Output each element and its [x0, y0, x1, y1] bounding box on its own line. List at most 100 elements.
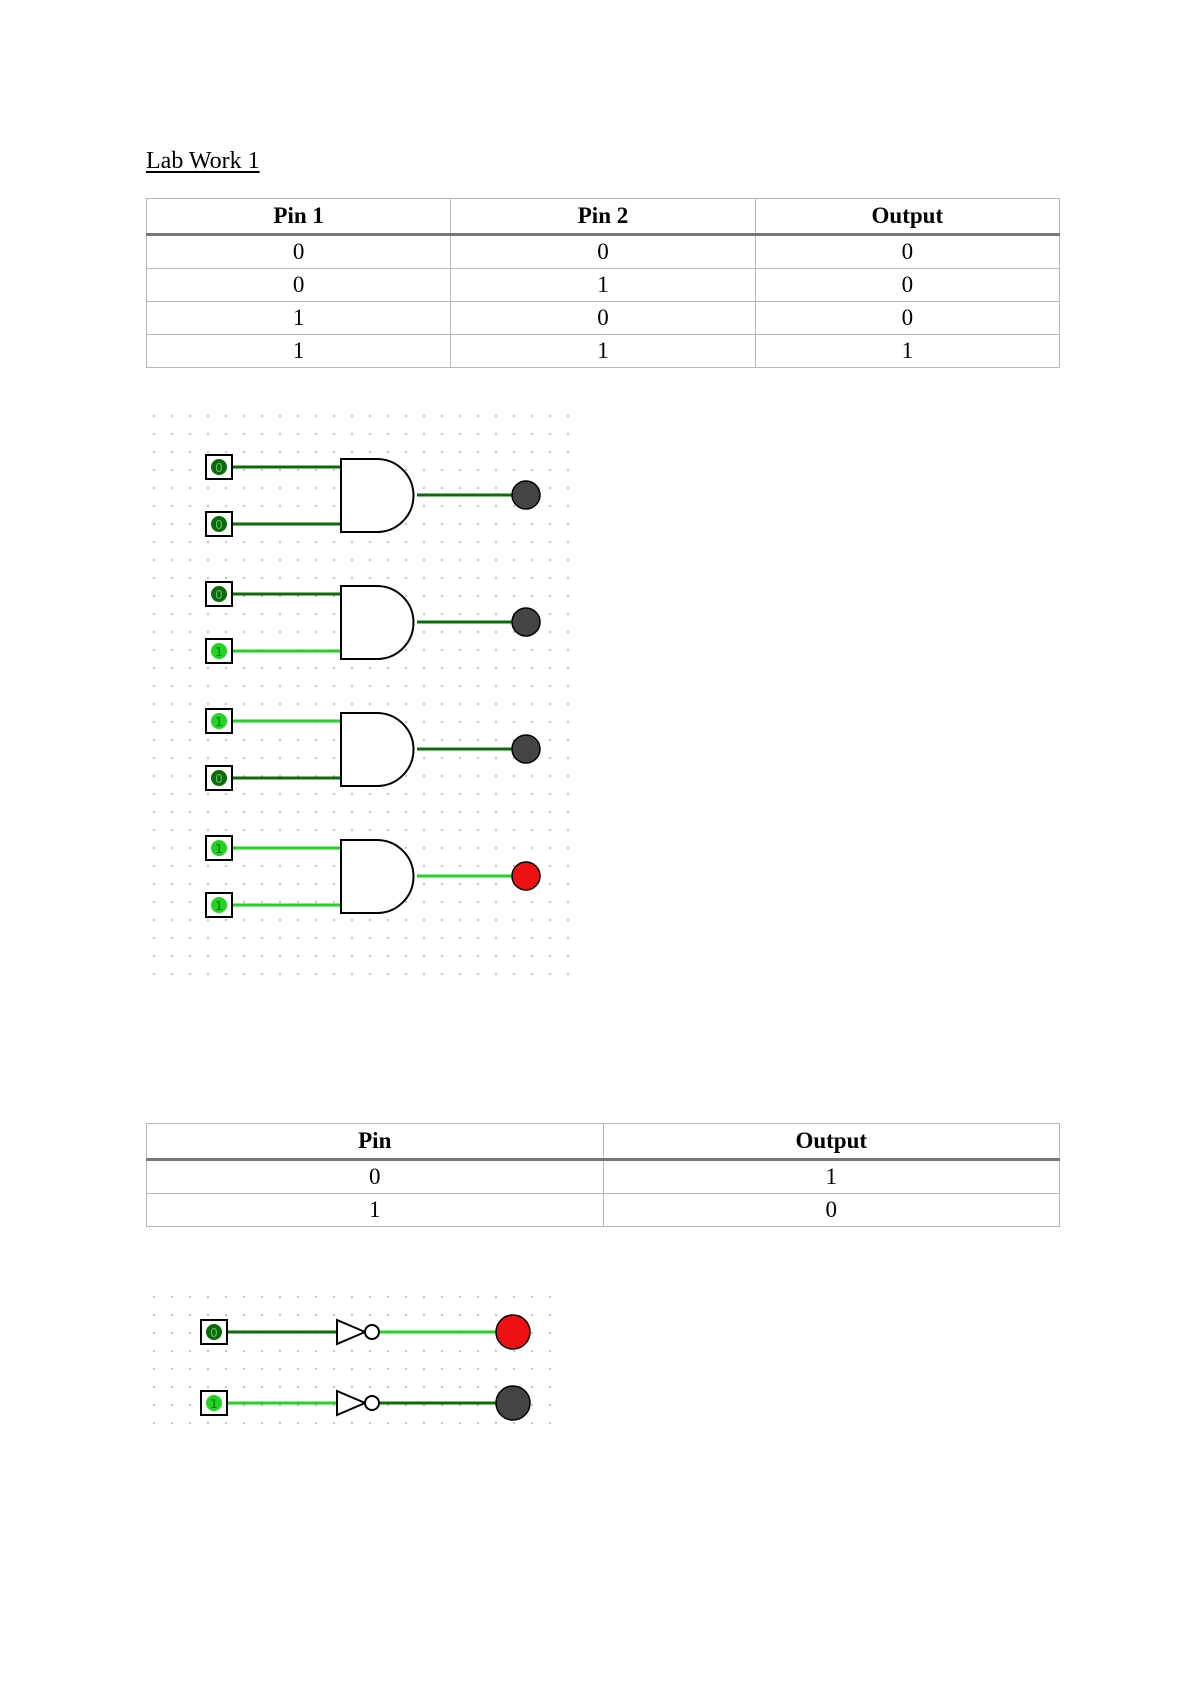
grid-dot: [369, 1350, 371, 1352]
grid-dot: [477, 469, 479, 471]
grid-dot: [297, 631, 299, 633]
grid-dot: [495, 703, 497, 705]
grid-dot: [297, 685, 299, 687]
grid-dot: [567, 649, 569, 651]
grid-dot: [459, 811, 461, 813]
grid-dot: [207, 541, 209, 543]
grid-dot: [513, 631, 515, 633]
grid-dot: [387, 559, 389, 561]
grid-dot: [369, 1422, 371, 1424]
grid-dot: [261, 739, 263, 741]
grid-dot: [477, 793, 479, 795]
grid-dot: [225, 451, 227, 453]
grid-dot: [171, 523, 173, 525]
grid-dot: [351, 667, 353, 669]
grid-dot: [567, 793, 569, 795]
grid-dot: [279, 1296, 281, 1298]
input-pin-state: [211, 459, 227, 475]
grid-dot: [279, 811, 281, 813]
grid-dot: [225, 919, 227, 921]
grid-dot: [243, 469, 245, 471]
input-pin: 0: [205, 581, 233, 607]
grid-dot: [333, 505, 335, 507]
grid-dot: [567, 973, 569, 975]
grid-dot: [369, 793, 371, 795]
grid-dot: [261, 793, 263, 795]
grid-dot: [171, 865, 173, 867]
grid-dot: [567, 883, 569, 885]
grid-dot: [171, 667, 173, 669]
grid-dot: [333, 811, 335, 813]
grid-dot: [225, 829, 227, 831]
grid-dot: [153, 649, 155, 651]
grid-dot: [225, 811, 227, 813]
grid-dot: [459, 595, 461, 597]
grid-dot: [207, 613, 209, 615]
grid-dot: [441, 649, 443, 651]
grid-dot: [189, 1314, 191, 1316]
grid-dot: [567, 541, 569, 543]
grid-dot: [495, 415, 497, 417]
grid-dot: [261, 703, 263, 705]
grid-dot: [567, 721, 569, 723]
grid-dot: [153, 667, 155, 669]
grid-dot: [567, 919, 569, 921]
grid-dot: [369, 811, 371, 813]
grid-dot: [225, 667, 227, 669]
grid-dot: [369, 577, 371, 579]
grid-dot: [531, 919, 533, 921]
grid-dot: [207, 955, 209, 957]
grid-dot: [333, 757, 335, 759]
grid-dot: [513, 793, 515, 795]
grid-dot: [405, 415, 407, 417]
grid-dot: [153, 433, 155, 435]
grid-dot: [567, 901, 569, 903]
grid-dot: [495, 541, 497, 543]
grid-dot: [333, 883, 335, 885]
grid-dot: [279, 559, 281, 561]
grid-dot: [279, 451, 281, 453]
grid-dot: [333, 685, 335, 687]
grid-dot: [333, 541, 335, 543]
grid-dot: [315, 865, 317, 867]
input-pin: 1: [205, 708, 233, 734]
grid-dot: [369, 541, 371, 543]
grid-dot: [225, 937, 227, 939]
grid-dot: [549, 757, 551, 759]
grid-dot: [405, 793, 407, 795]
grid-dot: [261, 919, 263, 921]
grid-dot: [477, 865, 479, 867]
grid-dot: [549, 649, 551, 651]
grid-dot: [459, 487, 461, 489]
grid-dot: [261, 901, 263, 903]
grid-dot: [441, 973, 443, 975]
grid-dot: [513, 703, 515, 705]
not-gate-bubble: [364, 1395, 380, 1411]
grid-dot: [423, 469, 425, 471]
grid-dot: [315, 1386, 317, 1388]
grid-dot: [549, 1314, 551, 1316]
grid-dot: [171, 847, 173, 849]
grid-dot: [369, 433, 371, 435]
grid-dot: [315, 955, 317, 957]
grid-dot: [315, 703, 317, 705]
grid-dot: [387, 1386, 389, 1388]
grid-dot: [459, 649, 461, 651]
grid-dot: [477, 487, 479, 489]
grid-dot: [531, 847, 533, 849]
grid-dot: [387, 703, 389, 705]
grid-dot: [243, 919, 245, 921]
grid-dot: [567, 847, 569, 849]
output-led: [511, 480, 541, 510]
grid-dot: [423, 1422, 425, 1424]
grid-dot: [459, 775, 461, 777]
grid-dot: [153, 955, 155, 957]
grid-dot: [477, 883, 479, 885]
grid-dot: [567, 595, 569, 597]
grid-dot: [387, 415, 389, 417]
grid-dot: [459, 829, 461, 831]
grid-dot: [495, 865, 497, 867]
input-pin-value: 0: [215, 461, 223, 475]
grid-dot: [531, 649, 533, 651]
grid-dot: [189, 451, 191, 453]
